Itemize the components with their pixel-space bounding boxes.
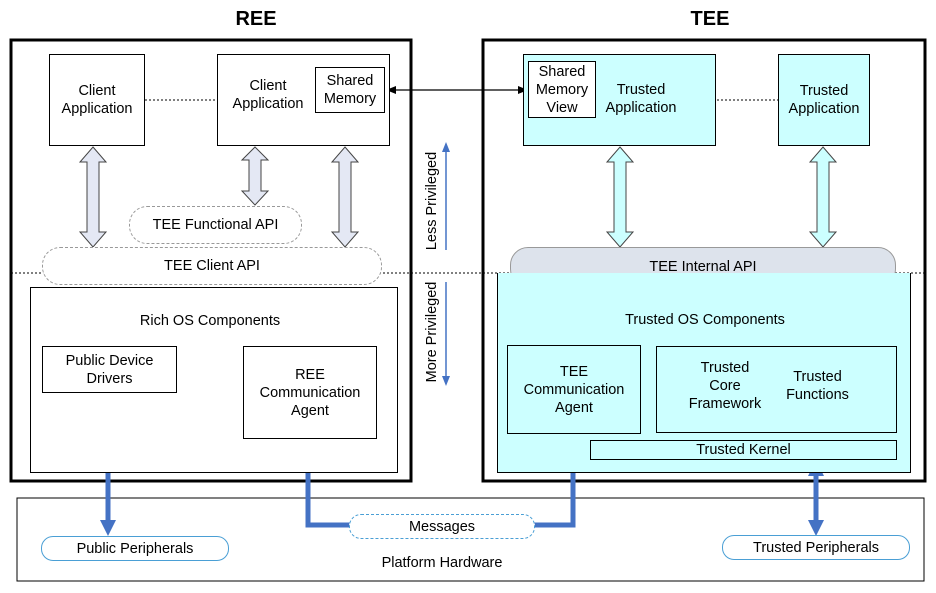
ree-frame bbox=[9, 38, 413, 483]
shared-memory: Shared Memory bbox=[315, 67, 385, 113]
tee-title: TEE bbox=[690, 8, 730, 30]
shared-memory-client-api-arrow bbox=[330, 146, 360, 248]
trusted-application-1: Trusted Application bbox=[605, 82, 677, 116]
tee-functional-api: TEE Functional API bbox=[129, 206, 302, 244]
trusted-kernel: Trusted Kernel bbox=[590, 440, 897, 460]
tee-frame bbox=[481, 38, 927, 483]
client-application-2: Client Application bbox=[232, 78, 304, 112]
trusted-core-framework: Trusted Core Framework bbox=[688, 360, 762, 412]
trusted-os-components-label: Trusted OS Components bbox=[625, 312, 785, 328]
trusted-app-2-api-arrow bbox=[808, 146, 838, 248]
client-app-1-api-arrow bbox=[78, 146, 108, 248]
rich-os-components-label: Rich OS Components bbox=[139, 313, 281, 329]
less-privileged-label: Less Privileged bbox=[424, 151, 440, 251]
messages-label: Messages bbox=[349, 514, 535, 539]
tee-communication-agent: TEE Communication Agent bbox=[507, 345, 641, 434]
trusted-app-1-api-arrow bbox=[605, 146, 635, 248]
trusted-application-2: Trusted Application bbox=[778, 54, 870, 146]
client-app-2-functional-api-arrow bbox=[240, 146, 270, 206]
ree-title: REE bbox=[235, 8, 277, 30]
client-application-1: Client Application bbox=[49, 54, 145, 146]
more-privileged-arrowhead bbox=[442, 376, 450, 386]
platform-hardware-label: Platform Hardware bbox=[381, 555, 503, 571]
public-peripherals: Public Peripherals bbox=[41, 536, 229, 561]
trusted-functions: Trusted Functions bbox=[786, 369, 849, 403]
trusted-core-area bbox=[656, 346, 897, 433]
less-privileged-arrowhead bbox=[442, 142, 450, 152]
ree-communication-agent: REE Communication Agent bbox=[243, 346, 377, 439]
trusted-peripherals: Trusted Peripherals bbox=[722, 535, 910, 560]
shared-memory-view: Shared Memory View bbox=[528, 61, 596, 118]
more-privileged-label: More Privileged bbox=[424, 281, 440, 383]
public-device-drivers: Public Device Drivers bbox=[42, 346, 177, 393]
tee-client-api: TEE Client API bbox=[42, 247, 382, 285]
